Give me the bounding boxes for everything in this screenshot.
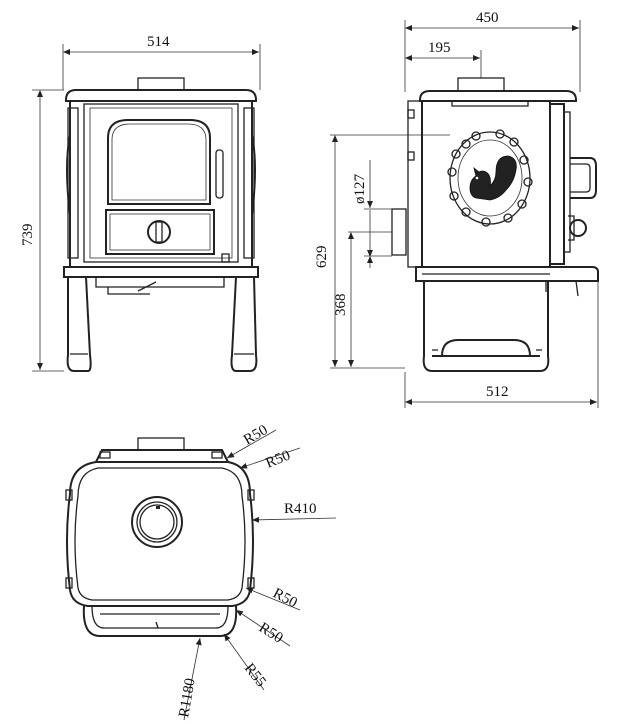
top-radius-7: R1180 <box>176 677 199 719</box>
front-left-leg <box>66 276 92 372</box>
top-radius-1: R50 <box>241 422 271 448</box>
side-ash-lever <box>545 280 579 297</box>
front-underbody <box>95 277 225 288</box>
top-radius-5: R50 <box>256 620 286 647</box>
side-depth-dimension: 450 <box>404 10 581 92</box>
front-height-label: 739 <box>20 224 36 247</box>
side-base-depth-dimension: 512 <box>404 280 599 408</box>
side-air-knob <box>569 219 587 237</box>
front-width-label: 514 <box>147 34 170 50</box>
front-air-control-knob <box>147 220 171 244</box>
top-radius-6: R55 <box>241 661 269 691</box>
side-flue-diameter-label: ø127 <box>352 174 368 205</box>
front-riddler-lever <box>107 281 157 295</box>
side-door-profile <box>549 103 565 265</box>
front-top-plate <box>65 89 257 102</box>
side-front-leg <box>530 281 550 372</box>
front-ash-door <box>105 209 215 255</box>
front-door-window <box>107 119 211 205</box>
top-front-rail <box>82 605 238 637</box>
side-rear-flue-outlet <box>391 208 407 256</box>
front-door-handle <box>215 149 224 199</box>
top-flue-outlet <box>131 496 183 548</box>
side-flue-diameter-dimension: ø127 <box>352 160 392 268</box>
top-radius-2: R50 <box>264 448 293 472</box>
top-plate-outline <box>66 461 254 607</box>
front-height-dimension: 739 <box>20 89 64 372</box>
side-squirrel-medallion <box>447 129 533 227</box>
top-view: R50 R50 R410 R50 R50 R55 R1180 <box>65 422 337 721</box>
front-width-dimension: 514 <box>62 34 261 90</box>
front-right-leg <box>230 276 258 372</box>
side-leg-brace <box>432 339 540 372</box>
front-plinth <box>63 266 259 278</box>
top-rear-flue-collar <box>137 437 185 451</box>
top-plate-inner <box>74 467 246 601</box>
side-depth-label: 450 <box>476 10 499 26</box>
side-flue-offset-dimension: 195 <box>405 40 482 78</box>
squirrel-icon <box>469 155 517 201</box>
side-view: 450 195 629 368 ø127 <box>314 10 599 408</box>
front-door-inner <box>89 107 233 259</box>
top-radius-leaders: R50 R50 R410 R50 R50 R55 R1180 <box>176 422 337 721</box>
front-grate-knob <box>221 253 230 263</box>
front-flue-collar <box>137 77 185 91</box>
side-plinth <box>415 266 599 282</box>
front-right-ornament <box>251 134 256 216</box>
top-rear-edge <box>95 449 229 463</box>
front-view: 514 739 <box>20 34 261 372</box>
side-flue-offset-label: 195 <box>428 40 451 56</box>
side-door-handle <box>570 157 597 199</box>
side-top-plate <box>419 90 577 102</box>
side-top-flue-collar <box>457 77 505 92</box>
top-radius-4: R50 <box>270 585 300 611</box>
front-left-ornament <box>66 134 71 216</box>
side-flue-height-dimension: 629 <box>314 134 450 369</box>
front-door-window-inner <box>111 123 207 201</box>
front-door-frame <box>83 103 239 263</box>
side-rear-panel <box>407 100 423 268</box>
side-rear-height-label: 368 <box>333 294 349 317</box>
side-flue-height-label: 629 <box>314 246 330 269</box>
top-radius-3: R410 <box>284 501 317 517</box>
side-base-depth-label: 512 <box>486 384 509 400</box>
front-ash-door-inner <box>109 213 211 251</box>
side-rear-height-dimension: 368 <box>333 231 392 367</box>
side-rear-leg <box>422 281 442 372</box>
